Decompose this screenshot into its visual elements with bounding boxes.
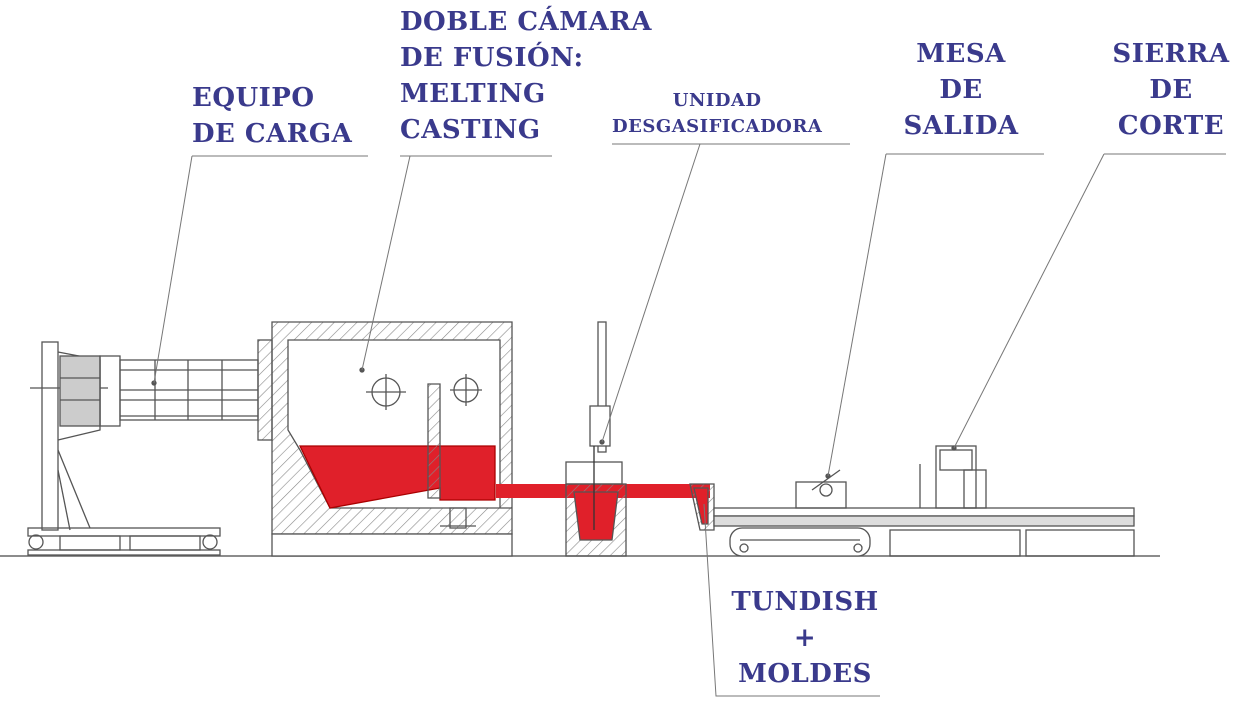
label-equipo-de-carga: EQUIPO DE CARGA bbox=[192, 80, 352, 152]
label-line: DE FUSIÓN: bbox=[400, 43, 584, 73]
melting-furnace bbox=[257, 321, 513, 557]
cutting-saw bbox=[919, 445, 987, 509]
label-unidad-desgasificadora: UNIDAD DESGASIFICADORA bbox=[612, 88, 822, 140]
label-sierra-de-corte: SIERRA DE CORTE bbox=[1106, 36, 1236, 144]
label-line: TUNDISH bbox=[731, 587, 879, 617]
label-line: SIERRA bbox=[1112, 39, 1230, 69]
tundish-molds bbox=[689, 483, 1135, 557]
label-line: + bbox=[793, 623, 817, 653]
label-line: EQUIPO bbox=[192, 83, 315, 113]
label-mesa-de-salida: MESA DE SALIDA bbox=[898, 36, 1024, 144]
label-line: CORTE bbox=[1117, 111, 1225, 141]
label-line: CASTING bbox=[400, 115, 541, 145]
label-line: DE CARGA bbox=[192, 119, 353, 149]
label-line: UNIDAD bbox=[672, 90, 762, 111]
label-line: DOBLE CÁMARA bbox=[400, 7, 652, 37]
label-line: SALIDA bbox=[903, 111, 1019, 141]
label-line: MOLDES bbox=[738, 659, 872, 689]
label-tundish-moldes: TUNDISH + MOLDES bbox=[730, 584, 880, 692]
charging-equipment bbox=[27, 341, 259, 556]
runout-table bbox=[795, 469, 1135, 557]
degassing-unit bbox=[565, 321, 627, 557]
label-doble-camara: DOBLE CÁMARA DE FUSIÓN: MELTING CASTING bbox=[400, 4, 652, 148]
label-line: DE bbox=[939, 75, 983, 105]
label-line: MELTING bbox=[400, 79, 546, 109]
label-line: DESGASIFICADORA bbox=[612, 116, 823, 137]
label-line: DE bbox=[1149, 75, 1193, 105]
label-line: MESA bbox=[916, 39, 1006, 69]
leader-lines bbox=[153, 143, 1226, 697]
